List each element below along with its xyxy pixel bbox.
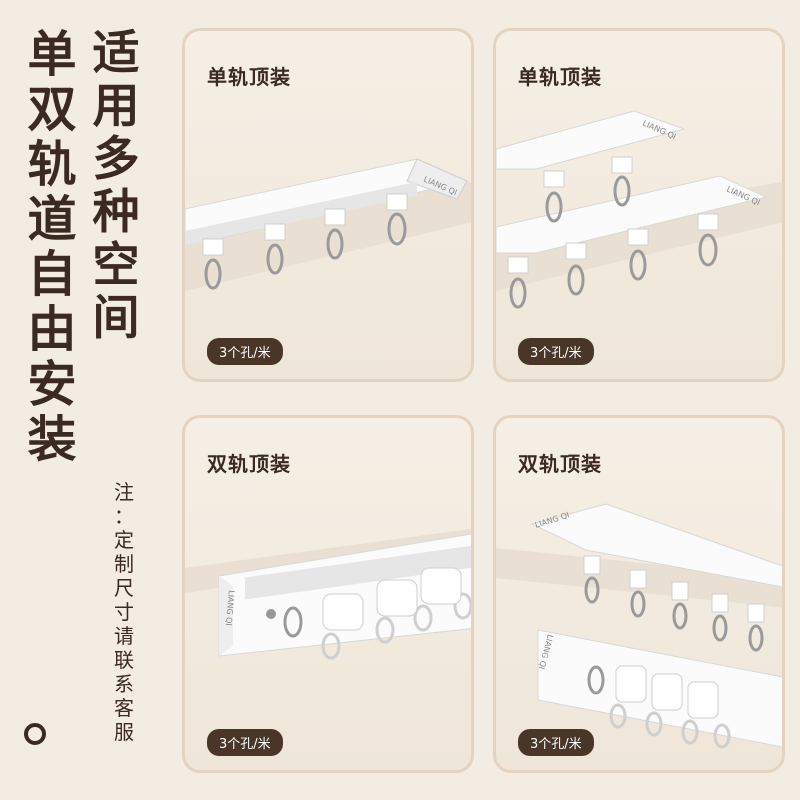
note-char: 系 [114, 672, 134, 696]
headline-char: 用 [92, 79, 140, 134]
note-char: 尺 [114, 576, 134, 600]
headline-char: 空 [92, 238, 140, 293]
hole-spec-badge: 3个孔/米 [518, 729, 594, 756]
panel-double-track-2: LIANG QI LIANG QI 双轨顶装 3个孔/米 [493, 415, 785, 773]
double-track-illustration: LIANG QI [185, 528, 471, 660]
headline-column-2: 适 用 多 种 空 间 [86, 30, 146, 348]
panel-single-track-1: LIANG QI 单轨顶装 3个孔/米 [182, 28, 474, 382]
headline-char: 道 [27, 191, 77, 248]
decorative-circle-icon [24, 723, 46, 745]
note-char: 制 [114, 552, 134, 576]
headline-char: 种 [92, 185, 140, 240]
panel-title: 双轨顶装 [518, 452, 602, 476]
headline-char: 装 [27, 411, 77, 468]
panel-double-track-1: LIANG QI 双轨顶装 3个孔/米 [182, 415, 474, 773]
single-track-illustration: LIANG QI [185, 158, 471, 291]
headline-char: 多 [92, 132, 140, 187]
hole-spec-badge: 3个孔/米 [518, 338, 594, 365]
note-char: 定 [114, 528, 134, 552]
panel-title: 双轨顶装 [207, 452, 291, 476]
headline-char: 自 [27, 246, 77, 303]
panel-title: 单轨顶装 [207, 65, 291, 89]
double-track-dual-illustration: LIANG QI LIANG QI [496, 503, 782, 749]
note-char: 联 [114, 648, 134, 672]
headline-char: 单 [27, 26, 77, 83]
custom-size-note: 注 ： 定 制 尺 寸 请 联 系 客 服 [110, 480, 138, 744]
note-char: 客 [114, 696, 134, 720]
headline-column-1: 单 双 轨 道 自 由 安 装 [22, 30, 82, 470]
note-char: 注 [114, 480, 134, 504]
headline-char: 适 [92, 26, 140, 81]
note-char: 请 [114, 624, 134, 648]
headline-char: 双 [27, 81, 77, 138]
note-char: 寸 [114, 600, 134, 624]
note-char: ： [114, 504, 134, 528]
headline-char: 间 [92, 291, 140, 346]
single-track-stacked-illustration: LIANG QI LIANG QI [496, 110, 782, 309]
panel-single-track-2: LIANG QI LIANG QI 单轨顶装 3个孔/米 [493, 28, 785, 382]
hole-spec-badge: 3个孔/米 [207, 338, 283, 365]
brand-text: LIANG QI [224, 590, 236, 626]
headline-char: 轨 [27, 136, 77, 193]
headline-char: 由 [27, 301, 77, 358]
note-char: 服 [114, 720, 134, 744]
headline-char: 安 [27, 356, 77, 413]
hole-spec-badge: 3个孔/米 [207, 729, 283, 756]
panel-title: 单轨顶装 [518, 65, 602, 89]
